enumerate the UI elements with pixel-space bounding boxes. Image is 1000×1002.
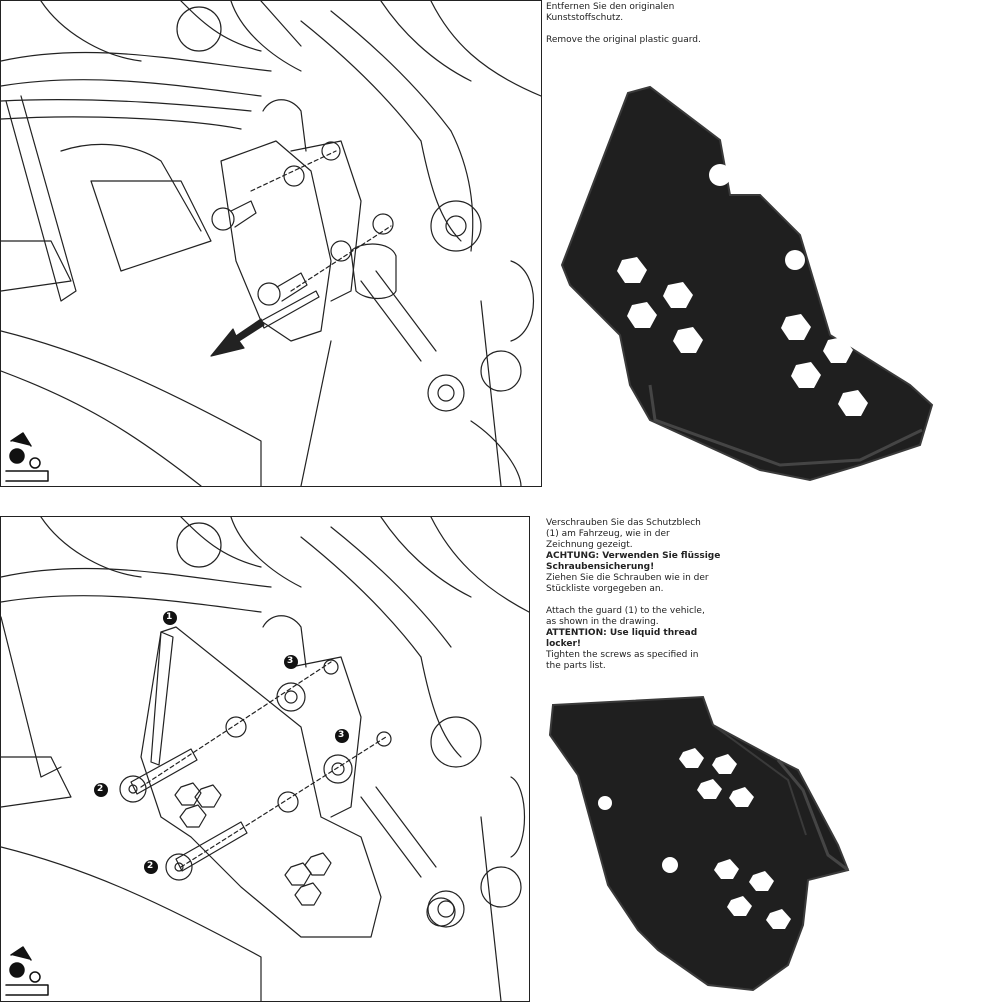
step-1-drawing	[0, 0, 542, 487]
step-1-de-line: Entfernen Sie den originalen	[546, 2, 675, 12]
step-1-de-line: Kunststoffschutz.	[546, 13, 624, 23]
step-1-en-line: Remove the original plastic guard.	[546, 35, 701, 45]
removal-arrow-icon	[210, 318, 265, 357]
step-2-en-line: as shown in the drawing.	[546, 617, 659, 627]
guard-photo-side	[548, 695, 858, 995]
step-2-de-line: (1) am Fahrzeug, wie in der	[546, 529, 670, 539]
step-2-de-warning: Schraubensicherung!	[546, 562, 655, 572]
callout-part-1: 1	[166, 612, 173, 622]
torx-screw-icon	[257, 272, 308, 306]
step-2-en-line: Tighten the screws as specified in	[546, 650, 699, 660]
step-2-de-line: Zeichnung gezeigt.	[546, 540, 633, 550]
callout-part-3: 3	[338, 730, 345, 740]
tool-required-icon	[5, 946, 49, 996]
step-2-de-warning: ACHTUNG: Verwenden Sie flüssige	[546, 551, 721, 561]
guard-photo-front	[560, 85, 940, 485]
step-2-de-line: Ziehen Sie die Schrauben wie in der	[546, 573, 709, 583]
step-2-en-line: the parts list.	[546, 661, 606, 671]
step-2-de-line: Stückliste vorgegeben an.	[546, 584, 664, 594]
step-2-en-line: Attach the guard (1) to the vehicle,	[546, 606, 705, 616]
step-2-instructions: Verschrauben Sie das Schutzblech (1) am …	[546, 518, 736, 672]
callout-part-3: 3	[287, 656, 294, 666]
step-2-en-warning: ATTENTION: Use liquid thread	[546, 628, 698, 638]
callout-part-2: 2	[97, 784, 104, 794]
torx-screw-icon	[211, 200, 257, 231]
step-2-en-warning: locker!	[546, 639, 581, 649]
step-2-drawing: 1 3 3 2 2	[0, 516, 530, 1002]
step-2-de-line: Verschrauben Sie das Schutzblech	[546, 518, 701, 528]
step-1-instructions: Entfernen Sie den originalen Kunststoffs…	[546, 2, 726, 46]
callout-part-2: 2	[147, 861, 154, 871]
callout-badge-icon	[94, 611, 349, 874]
tool-required-icon	[5, 432, 49, 482]
